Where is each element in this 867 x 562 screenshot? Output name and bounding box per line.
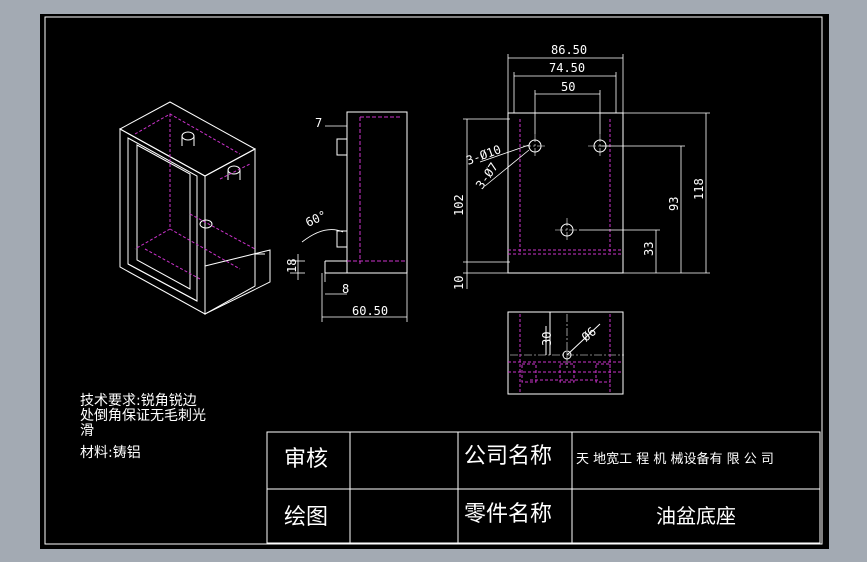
- side-view: [324, 111, 408, 274]
- dim-side-width: 60.50: [352, 304, 388, 318]
- material-note: 材料:铸铝: [80, 445, 141, 461]
- dim-side-height: 18: [285, 259, 299, 273]
- tech-note-line2: 处倒角保证无毛刺光: [80, 408, 206, 424]
- dim-side-angle: 60°: [303, 208, 329, 230]
- dim-front-h102: 102: [452, 194, 466, 216]
- tech-note-line1: 技术要求:锐角锐边: [80, 393, 197, 409]
- dim-front-w3: 50: [561, 80, 575, 94]
- part-value: 油盆底座: [656, 504, 736, 528]
- bottom-hidden-lines: [508, 314, 623, 392]
- sheet-border: [44, 16, 823, 545]
- front-hidden-lines: [508, 119, 623, 255]
- front-center-lines: [523, 134, 612, 242]
- part-label: 零件名称: [464, 502, 553, 527]
- dim-front-w1: 86.50: [551, 43, 587, 57]
- dim-side-top: 7: [315, 116, 322, 130]
- dim-bottom-h30: 30: [540, 332, 554, 346]
- drawing-sheet: 7 60° 18 8 60.50: [40, 14, 829, 549]
- dim-front-w2: 74.50: [549, 61, 585, 75]
- dim-front-h10: 10: [452, 276, 466, 290]
- dim-side-inner: 8: [342, 282, 349, 296]
- side-hidden-lines: [347, 116, 407, 264]
- bottom-view: [507, 311, 624, 395]
- company-value: 天 地宽工 程 机 械设备有 限 公 司: [576, 452, 774, 467]
- side-dim-lines: [290, 125, 408, 322]
- dim-front-h33: 33: [642, 242, 656, 256]
- review-label: 审核: [284, 447, 329, 472]
- dim-front-h118: 118: [692, 178, 706, 200]
- drawing-label: 绘图: [284, 505, 329, 530]
- front-dim-lines: [463, 54, 710, 289]
- tech-note-line3: 滑: [80, 423, 94, 439]
- isometric-hidden-lines: [134, 113, 256, 280]
- company-label: 公司名称: [464, 444, 553, 469]
- title-block-grid: [266, 431, 821, 544]
- dim-hole-d10: 3-Ø10: [464, 142, 503, 168]
- front-view: [507, 112, 624, 274]
- dim-front-h93: 93: [667, 197, 681, 211]
- cad-drawing: 7 60° 18 8 60.50: [44, 16, 823, 545]
- isometric-view: [118, 101, 271, 315]
